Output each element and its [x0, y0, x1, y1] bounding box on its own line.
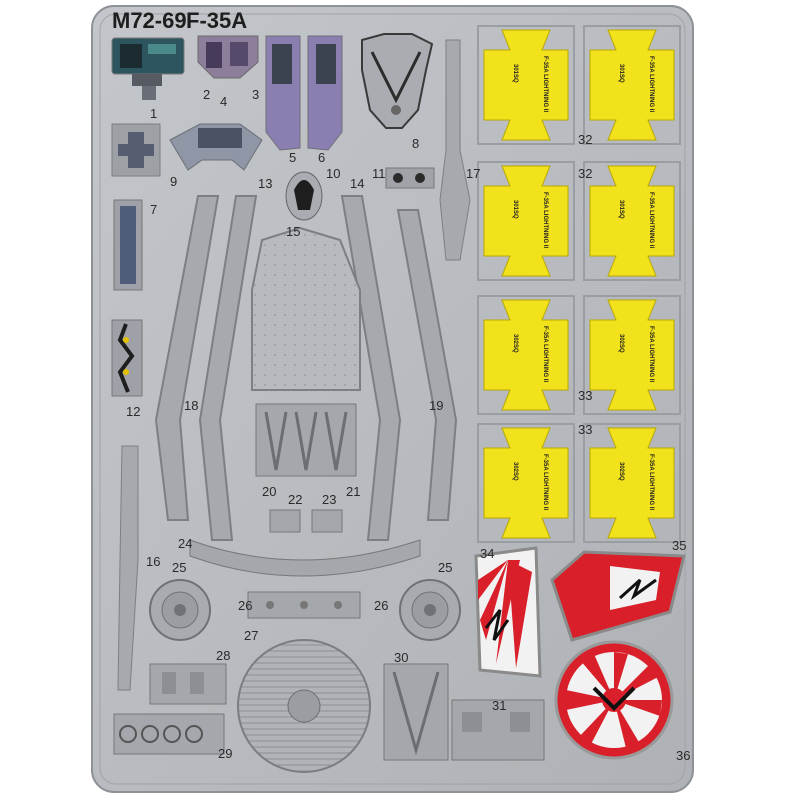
part-number-label: 7 [150, 202, 157, 217]
part-number-label: 1 [150, 106, 157, 121]
belt-squadron-code: 301SQ [512, 200, 518, 219]
part-25-wheel-left [149, 579, 211, 641]
seat-belt: 301SQ F-35A LIGHTNING II [477, 25, 575, 145]
part-16-rail [117, 445, 139, 691]
part-7-side-panel [113, 199, 143, 291]
seat-belt: 301SQ F-35A LIGHTNING II [583, 161, 681, 281]
part-29-buckles [113, 713, 225, 755]
seat-belt: 301SQ F-35A LIGHTNING II [583, 25, 681, 145]
belt-squadron-code: 302SQ [618, 462, 624, 481]
part-number-label: 31 [492, 698, 506, 713]
part-number-label: 14 [350, 176, 364, 191]
belt-squadron-code: 301SQ [618, 64, 624, 83]
part-number-label: 22 [288, 492, 302, 507]
part-number-label: 23 [322, 492, 336, 507]
part-number-label: 26 [374, 598, 388, 613]
part-28-clips [149, 663, 227, 705]
part-9-panel [111, 123, 161, 177]
part-number-label: 26 [238, 598, 252, 613]
belt-aircraft-type: F-35A LIGHTNING II [542, 326, 548, 382]
part-number-label: 15 [286, 224, 300, 239]
part-number-label: 9 [170, 174, 177, 189]
part-number-label: 33 [578, 388, 592, 403]
part-number-label: 24 [178, 536, 192, 551]
part-9-shroud [169, 123, 263, 171]
seat-belt: 301SQ F-35A LIGHTNING II [477, 161, 575, 281]
seat-belt: 302SQ F-35A LIGHTNING II [477, 295, 575, 415]
part-number-label: 36 [676, 748, 690, 763]
part-31-frame [451, 699, 545, 761]
part-27-engine-fan [237, 639, 371, 773]
part-number-label: 11 [372, 166, 386, 181]
part-number-label: 34 [480, 546, 494, 561]
part-24-arch [189, 539, 421, 577]
part-number-label: 12 [126, 404, 140, 419]
part-5-6-cockpit-sidewalls [265, 35, 343, 151]
part-25-wheel-right [399, 579, 461, 641]
belt-aircraft-type: F-35A LIGHTNING II [648, 326, 654, 382]
part-12-belt-detail [111, 319, 143, 397]
part-number-label: 13 [258, 176, 272, 191]
part-15-riveted-panel [251, 226, 361, 391]
part-number-label: 16 [146, 554, 160, 569]
part-10-headrest [285, 171, 323, 221]
part-8-seat-harness [361, 33, 434, 129]
part-11-buckles [385, 167, 435, 189]
seat-belt: 302SQ F-35A LIGHTNING II [583, 423, 681, 543]
part-22-23-clips [269, 509, 343, 533]
part-35-tail-insignia [550, 550, 686, 642]
part-number-label: 27 [244, 628, 258, 643]
part-number-label: 21 [346, 484, 360, 499]
part-number-label: 28 [216, 648, 230, 663]
sheet-model: F-35A [186, 8, 247, 33]
part-13-18-canopy-frame-left [154, 195, 258, 541]
part-1-instrument-panel [111, 37, 185, 100]
part-number-label: 32 [578, 166, 592, 181]
part-number-label: 25 [438, 560, 452, 575]
part-number-label: 3 [252, 87, 259, 102]
part-number-label: 18 [184, 398, 198, 413]
part-number-label: 19 [429, 398, 443, 413]
part-26-bar [247, 591, 361, 619]
part-number-label: 8 [412, 136, 419, 151]
sheet-code: M72-69 [112, 8, 187, 33]
seat-belt-set: 301SQ F-35A LIGHTNING II 301SQ F-35A LIGHTN… [477, 25, 681, 543]
belt-squadron-code: 301SQ [512, 64, 518, 83]
part-36-squadron-roundel [554, 640, 674, 760]
part-number-label: 4 [220, 94, 227, 109]
seat-belt: 302SQ F-35A LIGHTNING II [583, 295, 681, 415]
belt-aircraft-type: F-35A LIGHTNING II [542, 454, 548, 510]
belt-aircraft-type: F-35A LIGHTNING II [648, 192, 654, 248]
part-number-label: 29 [218, 746, 232, 761]
part-number-label: 5 [289, 150, 296, 165]
belt-squadron-code: 302SQ [618, 334, 624, 353]
part-number-label: 2 [203, 87, 210, 102]
part-number-label: 32 [578, 132, 592, 147]
belt-squadron-code: 302SQ [512, 462, 518, 481]
part-20-21-brackets [255, 403, 357, 477]
part-number-label: 30 [394, 650, 408, 665]
part-34-tail-insignia [474, 546, 542, 678]
part-14-19-canopy-frame-right [340, 195, 458, 541]
part-number-label: 25 [172, 560, 186, 575]
part-number-label: 10 [326, 166, 340, 181]
belt-squadron-code: 301SQ [618, 200, 624, 219]
part-number-label: 20 [262, 484, 276, 499]
seat-belt: 302SQ F-35A LIGHTNING II [477, 423, 575, 543]
belt-aircraft-type: F-35A LIGHTNING II [648, 56, 654, 112]
part-number-label: 33 [578, 422, 592, 437]
part-17-rail [439, 39, 471, 261]
part-number-label: 6 [318, 150, 325, 165]
fret-inner-border [99, 13, 686, 785]
belt-aircraft-type: F-35A LIGHTNING II [542, 56, 548, 112]
part-number-label: 35 [672, 538, 686, 553]
part-number-label: 17 [466, 166, 480, 181]
part-2-3-4-side-consoles [197, 35, 259, 79]
belt-aircraft-type: F-35A LIGHTNING II [542, 192, 548, 248]
belt-aircraft-type: F-35A LIGHTNING II [648, 454, 654, 510]
part-30-frame [383, 663, 449, 761]
belt-squadron-code: 302SQ [512, 334, 518, 353]
